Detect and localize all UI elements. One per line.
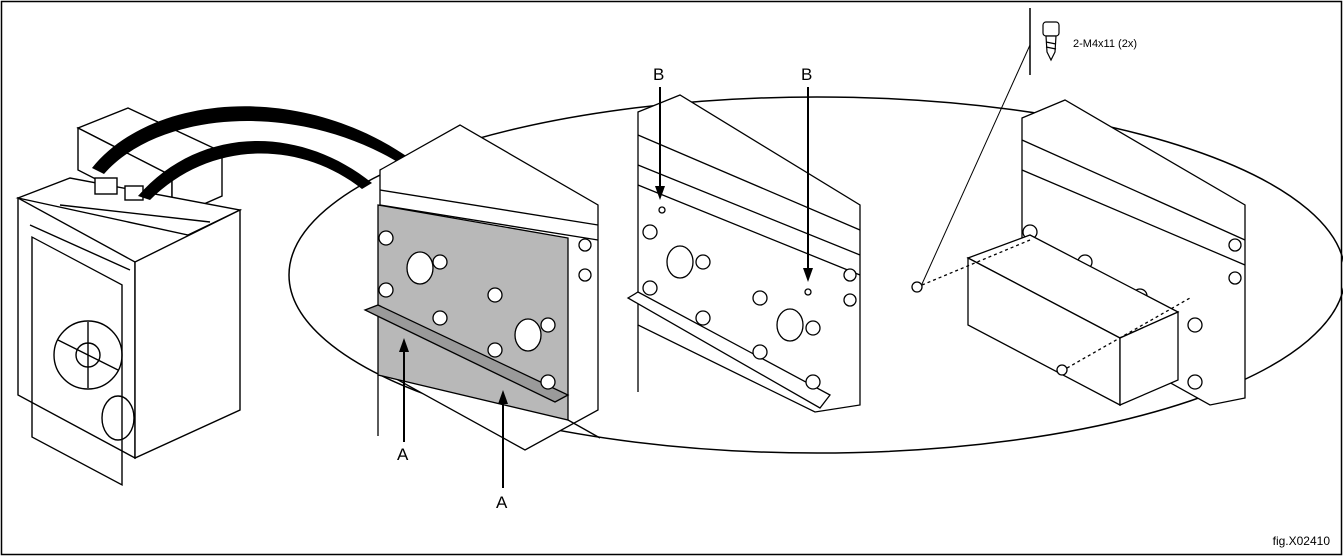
screw-spec-label: 2-M4x11 (2x) <box>1073 38 1137 50</box>
callout-a-left: A <box>397 338 409 464</box>
screw-bottom <box>1056 364 1068 376</box>
callout-b-right: B <box>801 65 813 282</box>
figure-id: fig.X02410 <box>1273 534 1331 548</box>
zoom-arcs <box>92 106 412 200</box>
panel-step2 <box>626 94 861 413</box>
screw-left <box>911 281 923 293</box>
dryer-machine <box>15 107 243 486</box>
screw-spec-callout: 2-M4x11 (2x) <box>921 8 1137 285</box>
panel-step3 <box>911 99 1246 407</box>
label-b-left: B <box>653 65 664 84</box>
callout-a-right: A <box>496 390 508 512</box>
label-b-right: B <box>801 65 812 84</box>
label-a-left: A <box>397 445 409 464</box>
label-a-right: A <box>496 493 508 512</box>
detail-ellipse <box>288 96 1343 454</box>
panel-step1 <box>363 124 601 451</box>
screw-icon <box>1042 21 1060 62</box>
callout-b-left: B <box>653 65 665 200</box>
